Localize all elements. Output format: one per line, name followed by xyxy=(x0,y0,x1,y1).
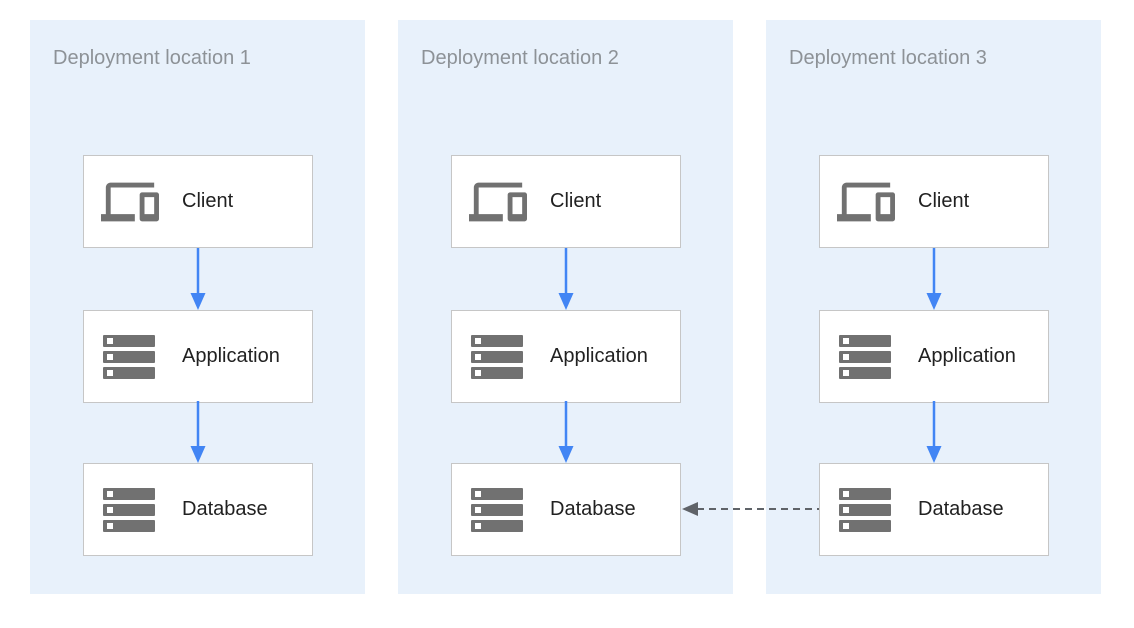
node-label: Database xyxy=(182,498,268,520)
server-stack-icon xyxy=(837,334,918,379)
arrow-client-to-application xyxy=(190,248,206,310)
node-label: Database xyxy=(918,498,1004,520)
deployment-location-1-panel: Deployment location 1 Client Application xyxy=(30,20,365,594)
client-node: Client xyxy=(451,155,681,248)
server-stack-icon xyxy=(469,487,550,532)
application-node: Application xyxy=(819,310,1049,403)
node-label: Application xyxy=(550,345,648,367)
arrow-application-to-database xyxy=(926,401,942,463)
arrow-client-to-application xyxy=(926,248,942,310)
deployment-location-3-panel: Deployment location 3 Client Application xyxy=(766,20,1101,594)
panel-title: Deployment location 3 xyxy=(789,47,987,69)
deployment-location-2-panel: Deployment location 2 Client Application xyxy=(398,20,733,594)
devices-icon xyxy=(469,173,550,231)
node-label: Application xyxy=(918,345,1016,367)
arrow-application-to-database xyxy=(558,401,574,463)
server-stack-icon xyxy=(101,334,182,379)
database-node: Database xyxy=(83,463,313,556)
database-node: Database xyxy=(451,463,681,556)
client-node: Client xyxy=(819,155,1049,248)
server-stack-icon xyxy=(837,487,918,532)
arrow-client-to-application xyxy=(558,248,574,310)
panel-title: Deployment location 1 xyxy=(53,47,251,69)
arrow-application-to-database xyxy=(190,401,206,463)
node-label: Client xyxy=(550,190,602,212)
server-stack-icon xyxy=(101,487,182,532)
dashed-arrow-database3-to-database2 xyxy=(682,502,819,516)
node-label: Database xyxy=(550,498,636,520)
application-node: Application xyxy=(83,310,313,403)
server-stack-icon xyxy=(469,334,550,379)
panel-title: Deployment location 2 xyxy=(421,47,619,69)
node-label: Client xyxy=(918,190,970,212)
client-node: Client xyxy=(83,155,313,248)
node-label: Client xyxy=(182,190,234,212)
application-node: Application xyxy=(451,310,681,403)
node-label: Application xyxy=(182,345,280,367)
devices-icon xyxy=(101,173,182,231)
database-node: Database xyxy=(819,463,1049,556)
devices-icon xyxy=(837,173,918,231)
